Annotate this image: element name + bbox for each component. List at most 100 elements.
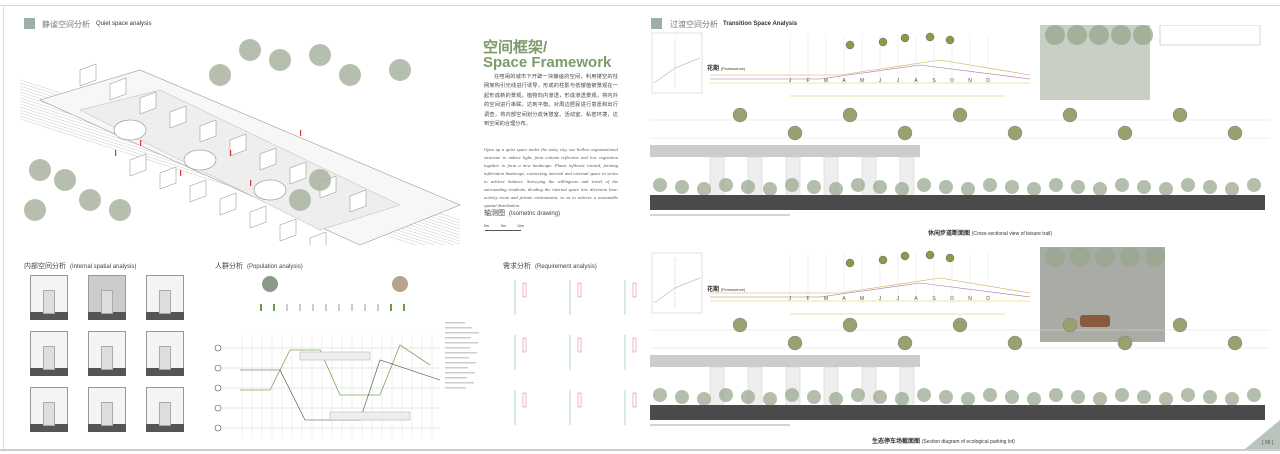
section2-cn: 生态停车场截面图 xyxy=(872,439,921,445)
section1-en: (Cross-sectional view of leisure trail) xyxy=(971,231,1052,237)
overpass-pillar xyxy=(709,366,725,408)
plant-photo xyxy=(1117,335,1133,351)
plant-photo xyxy=(1172,107,1188,123)
column xyxy=(101,290,113,314)
site-map xyxy=(651,32,703,94)
tree xyxy=(829,182,843,196)
group-marker xyxy=(214,404,222,412)
building-block xyxy=(309,231,327,245)
month-label: M xyxy=(859,296,865,302)
column xyxy=(43,346,55,370)
month-label: F xyxy=(806,296,810,302)
frame-top-line xyxy=(0,5,1280,6)
building-block xyxy=(199,119,217,143)
circular-opening xyxy=(183,149,217,171)
scale-5: 5m xyxy=(501,224,506,228)
framework-title: 空间框架/ Space Framework xyxy=(483,40,611,70)
tree xyxy=(1247,388,1261,402)
section1-caption: 休闲步道断面图 (Cross-sectional view of leisure… xyxy=(928,228,1052,237)
right-header-cn: 过渡空间分析 xyxy=(670,20,718,29)
corner-decoration xyxy=(1245,420,1280,449)
bar-line xyxy=(445,347,470,349)
internal-en: (Internal spatial analysis) xyxy=(70,264,137,270)
plant-photo xyxy=(952,107,968,123)
tree xyxy=(1203,180,1217,194)
month-label: O xyxy=(950,296,954,302)
bloom-curve xyxy=(710,277,1031,294)
flower-photo xyxy=(925,250,935,260)
tree xyxy=(1095,247,1115,267)
section2-caption: 生态停车场截面图 (Section diagram of ecological … xyxy=(872,436,1015,445)
tree xyxy=(741,180,755,194)
plant-photo xyxy=(732,107,748,123)
requirement-bracket xyxy=(522,282,527,298)
scale-10: 10m xyxy=(517,224,524,228)
tree xyxy=(309,169,331,191)
bar-line xyxy=(445,377,467,379)
tree xyxy=(1067,25,1087,45)
month-band xyxy=(790,95,1005,97)
tree xyxy=(675,390,689,404)
column xyxy=(101,402,113,426)
building-block xyxy=(169,105,187,129)
month-band xyxy=(790,313,1005,315)
frame-bottom-line xyxy=(0,449,1280,451)
tree xyxy=(1005,180,1019,194)
tree xyxy=(1070,247,1090,267)
tree xyxy=(1115,178,1129,192)
building-block xyxy=(219,192,237,216)
column xyxy=(43,290,55,314)
bar-line xyxy=(445,387,466,389)
plant-photo xyxy=(1117,125,1133,141)
tree xyxy=(239,39,261,61)
internal-analysis-panel xyxy=(88,331,126,376)
right-header-en: Transition Space Analysis xyxy=(723,21,798,27)
tree xyxy=(807,390,821,404)
tree xyxy=(1089,25,1109,45)
florescence-cn: 花期 xyxy=(707,287,720,293)
ground xyxy=(88,424,126,432)
isometric-label-cn: 轴测图 xyxy=(484,210,505,217)
tree xyxy=(209,64,231,86)
tree xyxy=(1181,388,1195,402)
internal-analysis-panel xyxy=(146,387,184,432)
plant-photo xyxy=(787,335,803,351)
tree xyxy=(895,182,909,196)
requirement-analysis-heading: 需求分析(Requirement analysis) xyxy=(503,261,597,271)
requirement-bracket xyxy=(522,337,527,353)
bloom-curve xyxy=(710,282,1031,298)
bar-line xyxy=(445,342,478,344)
population-en: (Population analysis) xyxy=(247,264,303,270)
bar-line xyxy=(445,322,465,324)
building-block xyxy=(129,153,147,177)
tree xyxy=(763,392,777,406)
flower-photo xyxy=(845,258,855,268)
plant-photo xyxy=(952,317,968,333)
requirement-diagram xyxy=(445,280,637,425)
tree xyxy=(1027,392,1041,406)
tree xyxy=(269,49,291,71)
tree xyxy=(24,199,46,221)
month-label: D xyxy=(986,296,990,302)
person-icon xyxy=(390,304,392,311)
time-bar xyxy=(329,411,411,421)
month-label: O xyxy=(950,78,954,84)
bar-line xyxy=(445,367,468,369)
internal-cn: 内部空间分析 xyxy=(24,263,66,270)
flower-photo xyxy=(945,253,955,263)
month-label: J xyxy=(788,296,792,302)
person-icon xyxy=(377,304,379,311)
bar-line xyxy=(445,327,472,329)
flower-photo xyxy=(878,255,888,265)
ground-section xyxy=(650,195,1265,210)
tree xyxy=(697,392,711,406)
flower-photo xyxy=(900,251,910,261)
month-label: S xyxy=(932,78,936,84)
tree xyxy=(1137,390,1151,404)
building-block xyxy=(349,189,367,213)
bar-line xyxy=(445,332,479,334)
tree xyxy=(1045,247,1065,267)
requirement-bracket xyxy=(632,282,637,298)
plant-photo xyxy=(842,317,858,333)
tree xyxy=(873,390,887,404)
